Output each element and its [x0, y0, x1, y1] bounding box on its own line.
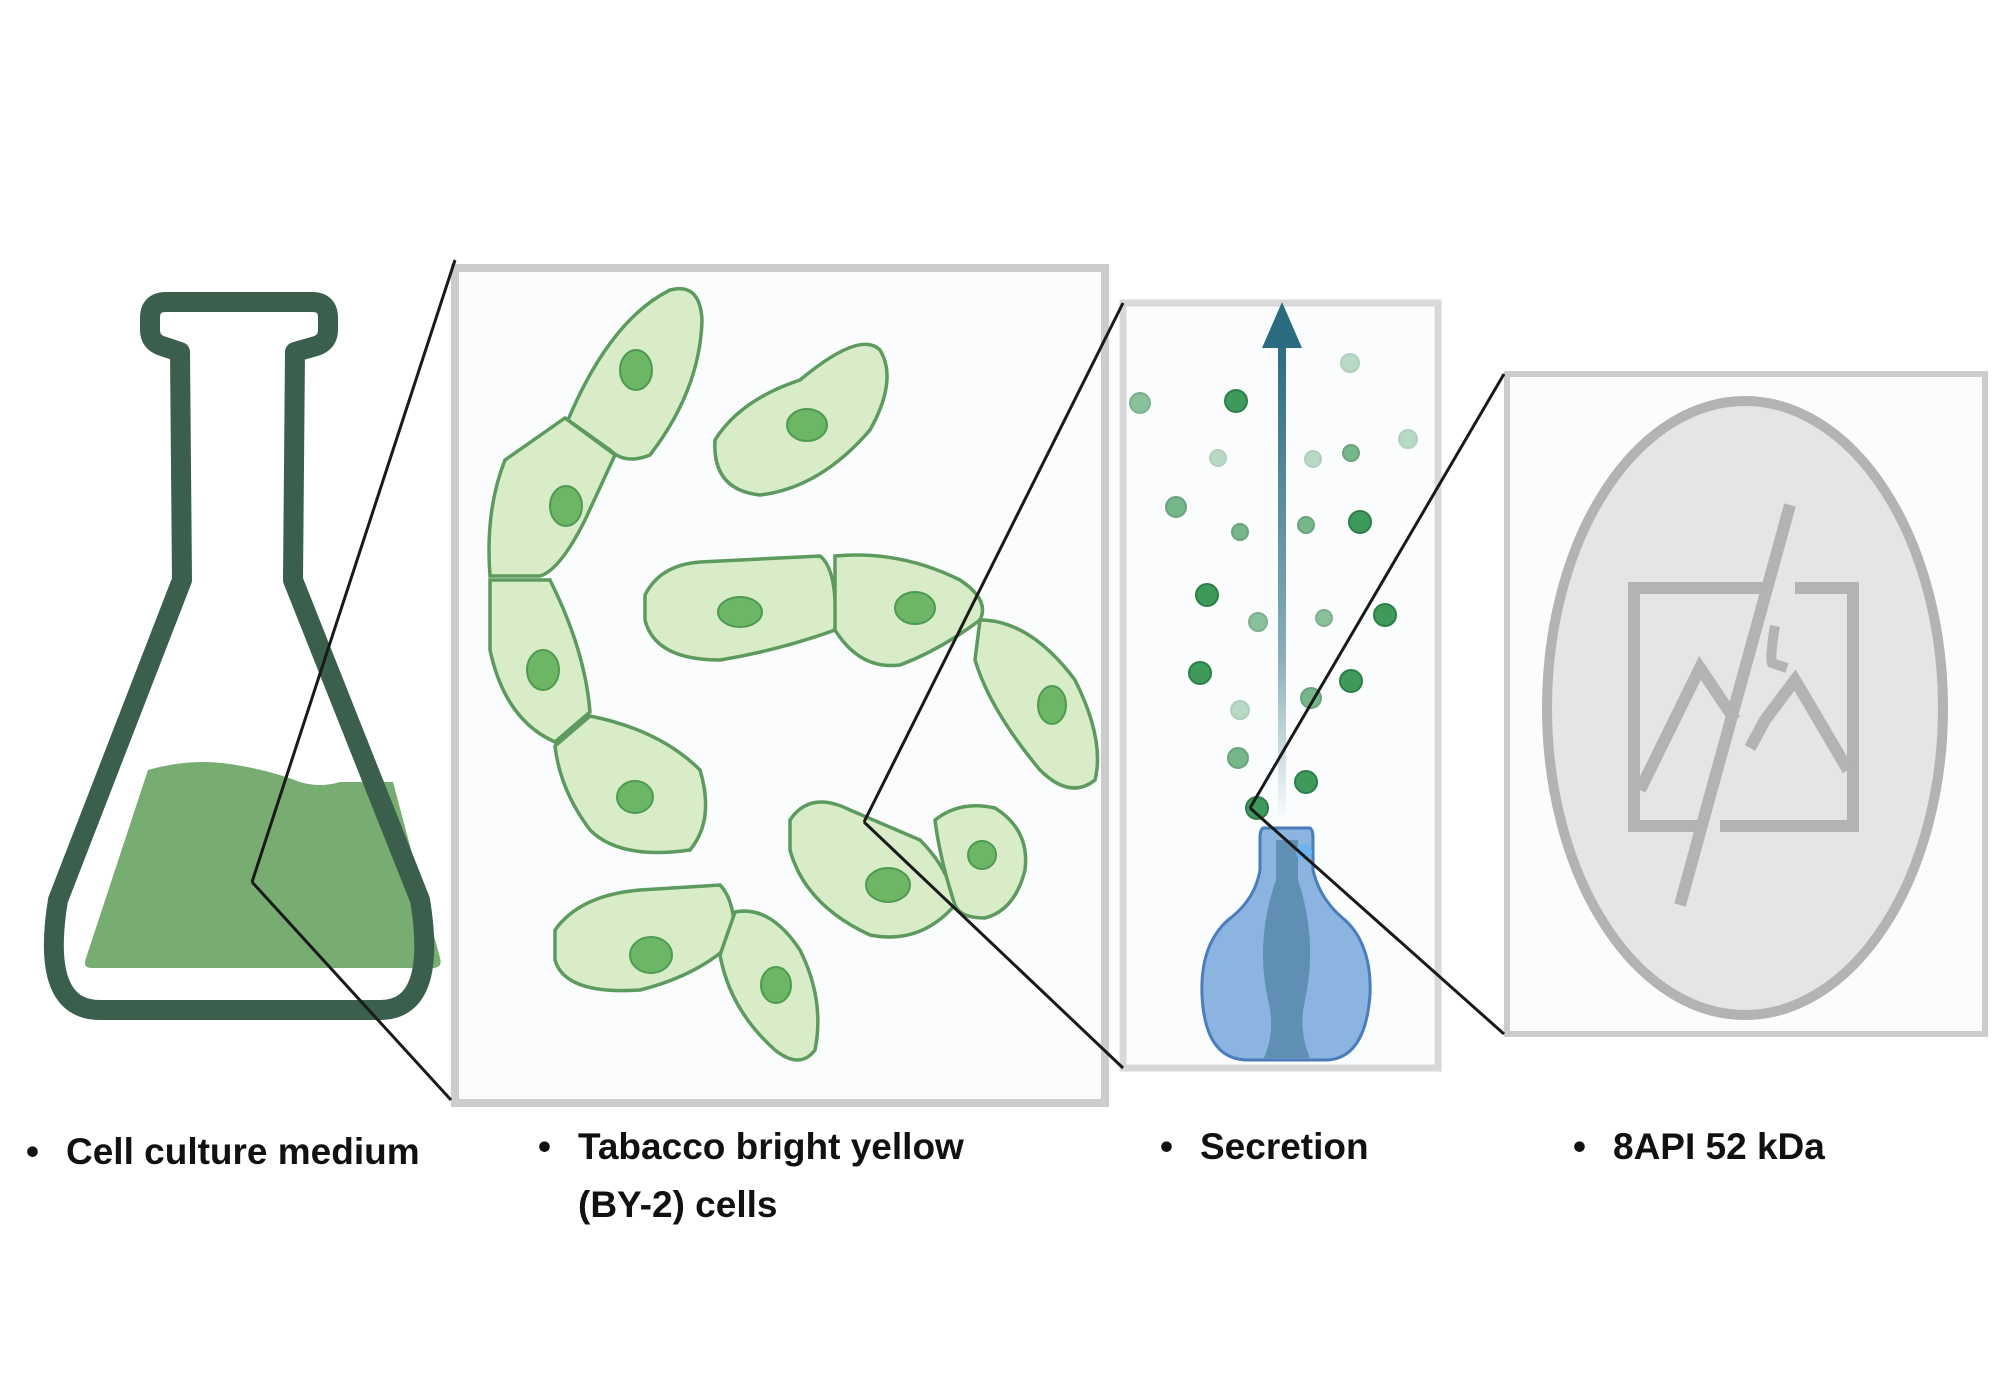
- nucleus: [894, 591, 936, 625]
- vesicle: [1297, 516, 1315, 534]
- vesicle: [1373, 603, 1397, 627]
- label-text-line1: Tabacco bright yellow: [578, 1126, 964, 1167]
- connector: [862, 820, 1125, 1070]
- secretory-vessel-icon: [1200, 826, 1372, 1062]
- arrow-up-icon: [1262, 302, 1302, 348]
- image-mountains: [1634, 656, 1854, 793]
- flask-outline: [43, 292, 435, 1020]
- nucleus: [786, 408, 828, 442]
- broken-image-icon: [1628, 503, 1859, 907]
- image-slash: [1674, 503, 1796, 907]
- culture-medium-liquid: [84, 762, 441, 968]
- protein-vesicles: [1129, 353, 1418, 820]
- vesicle: [1227, 747, 1249, 769]
- image-frame-right: [1720, 582, 1859, 832]
- nucleus: [526, 649, 560, 691]
- vesicle: [1315, 609, 1333, 627]
- vesicle: [1195, 583, 1219, 607]
- bullet: •: [26, 1131, 39, 1172]
- zoom-connector-lines: [250, 259, 1506, 1102]
- label-text: Secretion: [1200, 1126, 1369, 1167]
- vessel-highlight: [1296, 844, 1312, 860]
- secretion-panel: [1119, 299, 1442, 1072]
- image-sun: [1766, 625, 1789, 673]
- connector: [1249, 806, 1505, 1036]
- label-text: 8API 52 kDa: [1613, 1126, 1825, 1167]
- vesicle: [1398, 429, 1418, 449]
- nucleus: [760, 966, 792, 1004]
- nucleus: [865, 867, 911, 903]
- nucleus: [717, 596, 763, 628]
- bullet: •: [538, 1126, 551, 1167]
- cell: [973, 618, 1100, 790]
- vessel-core: [1263, 840, 1311, 1058]
- vesicle: [1188, 661, 1212, 685]
- vesicle: [1340, 353, 1360, 373]
- protein-placeholder-ellipse: [1542, 396, 1948, 1020]
- cells-panel: [451, 264, 1109, 1107]
- secretion-arrow-shaft: [1278, 340, 1286, 820]
- bullet: •: [1160, 1126, 1173, 1167]
- vesicle: [1209, 449, 1227, 467]
- label-text: Cell culture medium: [66, 1131, 420, 1172]
- vesicle: [1294, 770, 1318, 794]
- connector: [250, 880, 453, 1102]
- vesicle: [1342, 444, 1360, 462]
- bullet: •: [1573, 1126, 1586, 1167]
- cell: [788, 800, 957, 939]
- vesicle: [1339, 669, 1363, 693]
- nucleus: [549, 485, 583, 527]
- vesicle: [1248, 612, 1268, 632]
- erlenmeyer-flask-icon: [43, 292, 441, 1020]
- image-frame-left: [1628, 582, 1770, 832]
- vesicle: [1165, 496, 1187, 518]
- vesicle: [1224, 389, 1248, 413]
- nucleus: [967, 840, 997, 870]
- nucleus: [1037, 685, 1067, 725]
- cell-nuclei: [526, 349, 1067, 1004]
- vesicle: [1230, 700, 1250, 720]
- nucleus: [616, 780, 654, 814]
- vesicle: [1231, 523, 1249, 541]
- vesicle: [1304, 450, 1322, 468]
- nucleus: [629, 936, 673, 974]
- vesicle: [1129, 392, 1151, 414]
- connector: [862, 302, 1125, 823]
- connector: [1248, 373, 1506, 809]
- connector: [250, 259, 457, 883]
- nucleus: [619, 349, 653, 391]
- vesicle: [1348, 510, 1372, 534]
- protein-panel: [1504, 371, 1988, 1037]
- label-text-line2: (BY-2) cells: [578, 1184, 778, 1225]
